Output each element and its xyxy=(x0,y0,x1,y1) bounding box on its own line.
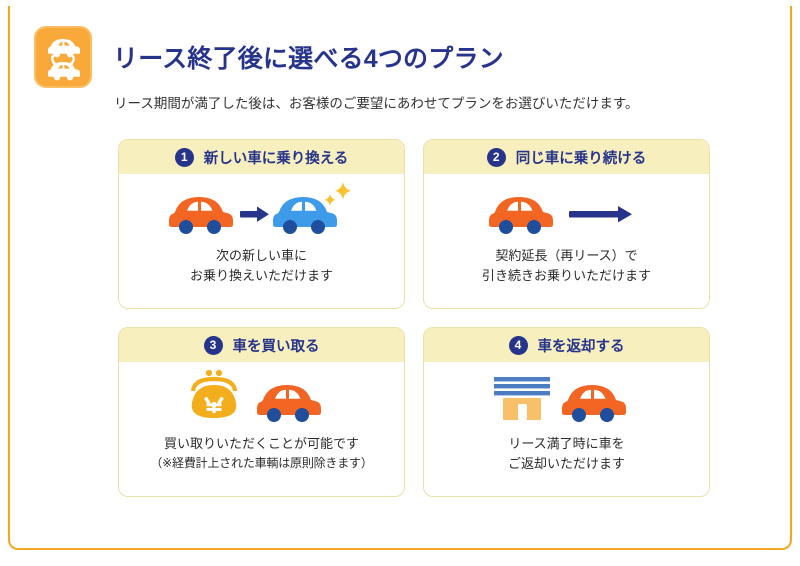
plan-number-badge: 1 xyxy=(174,147,194,167)
icon-plate xyxy=(34,26,92,88)
plan-card-4-header: 4 車を返却する xyxy=(424,328,709,362)
plan-card-4-line2: ご返却いただけます xyxy=(507,456,625,472)
plan-card-4-body: リース満了時に車を ご返却いただけます xyxy=(424,434,709,474)
plan-card-2-line2: 引き続きお乗りいただけます xyxy=(481,268,651,284)
plan-card-1-line1: 次の新しい車に xyxy=(215,248,307,263)
plan-card-2-line1: 契約延長（再リース）で xyxy=(495,248,638,263)
page-subtitle: リース期間が満了した後は、お客様のご要望にあわせてプランをお選びいただけます。 xyxy=(114,96,639,111)
plan-card-4-line1: リース満了時に車を xyxy=(508,436,625,451)
plan-card-3-title: 車を買い取る xyxy=(232,338,320,355)
plan-card-3-body: 買い取りいただくことが可能です （※経費計上された車輌は原則除きます） xyxy=(119,434,404,473)
content-panel: リース終了後に選べる4つのプラン リース期間が満了した後は、お客様のご要望にあわ… xyxy=(8,6,792,550)
plan-card-1-title: 新しい車に乗り換える xyxy=(203,150,349,167)
plan-number-badge: 2 xyxy=(486,147,506,167)
plan-card-4[interactable]: 4 車を返却する xyxy=(423,327,710,497)
plan-card-2-header: 2 同じ車に乗り続ける xyxy=(424,140,709,174)
page-title: リース終了後に選べる4つのプラン xyxy=(113,45,504,73)
plan-card-3[interactable]: 3 車を買い取る xyxy=(118,327,405,497)
dealer-shop-and-orange-car-icon xyxy=(424,362,709,434)
plan-card-2[interactable]: 2 同じ車に乗り続ける xyxy=(423,139,710,309)
yen-purse-and-orange-car-icon xyxy=(119,362,404,434)
car-exchange-icon xyxy=(34,26,92,88)
plan-card-1-header: 1 新しい車に乗り換える xyxy=(119,140,404,174)
plan-card-2-body: 契約延長（再リース）で 引き続きお乗りいただけます xyxy=(424,246,709,286)
plan-number-badge: 4 xyxy=(508,335,528,355)
plan-card-3-header: 3 車を買い取る xyxy=(119,328,404,362)
plan-card-4-title: 車を返却する xyxy=(537,338,625,355)
plan-card-1-body: 次の新しい車に お乗り換えいただけます xyxy=(119,246,404,286)
orange-car-long-arrow-icon xyxy=(424,174,709,246)
plan-card-3-note: （※経費計上された車輌は原則除きます） xyxy=(150,456,373,471)
orange-car-arrow-blue-car-sparkle-icon xyxy=(119,174,404,246)
plan-card-1-line2: お乗り換えいただけます xyxy=(189,268,333,284)
plan-card-3-line1: 買い取りいただくことが可能です xyxy=(163,436,359,451)
plan-number-badge: 3 xyxy=(203,335,223,355)
plan-card-2-title: 同じ車に乗り続ける xyxy=(515,150,647,167)
plan-card-1[interactable]: 1 新しい車に乗り換える xyxy=(118,139,405,309)
